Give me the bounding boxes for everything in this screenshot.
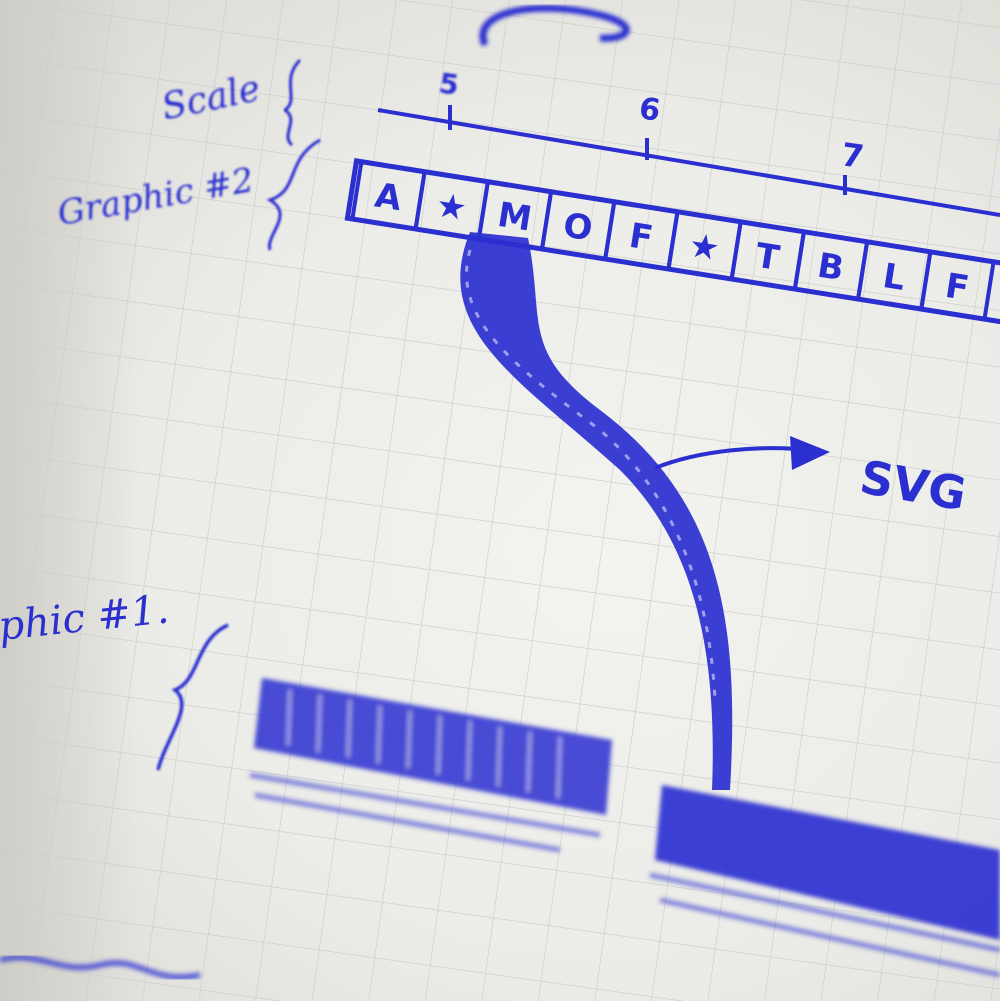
strip-cell xyxy=(918,249,996,322)
graphic1-hatched-bar xyxy=(254,678,612,815)
page-fold-shadow xyxy=(0,0,140,1001)
scale-ticks: 5 6 7 xyxy=(437,66,866,195)
strip-cell-letter: ★ xyxy=(686,225,722,269)
scale-line xyxy=(377,108,1000,217)
graphic1-brace xyxy=(156,623,229,771)
graphic1-underlines xyxy=(249,772,1000,978)
strip-cell-letter: B xyxy=(815,246,847,290)
arrow-head-icon xyxy=(790,436,830,470)
scale-tick-label: 5 xyxy=(437,66,461,101)
strip-cell-letter: ★ xyxy=(433,185,469,229)
scale-tick-label: 6 xyxy=(637,91,663,129)
graphic1-solid-bar xyxy=(655,785,1000,940)
graphic1-bars xyxy=(249,678,1000,978)
graphic2-brace xyxy=(266,138,321,251)
strip-cell-letter: M xyxy=(495,195,535,240)
connector-hatching xyxy=(465,249,717,701)
strip-cell-letter: O xyxy=(560,205,595,249)
connector-band xyxy=(460,232,733,790)
top-scribble xyxy=(479,4,630,47)
bottom-scribble xyxy=(0,954,201,981)
scale-brace xyxy=(282,58,302,147)
scale-tick-label: 7 xyxy=(839,135,866,176)
